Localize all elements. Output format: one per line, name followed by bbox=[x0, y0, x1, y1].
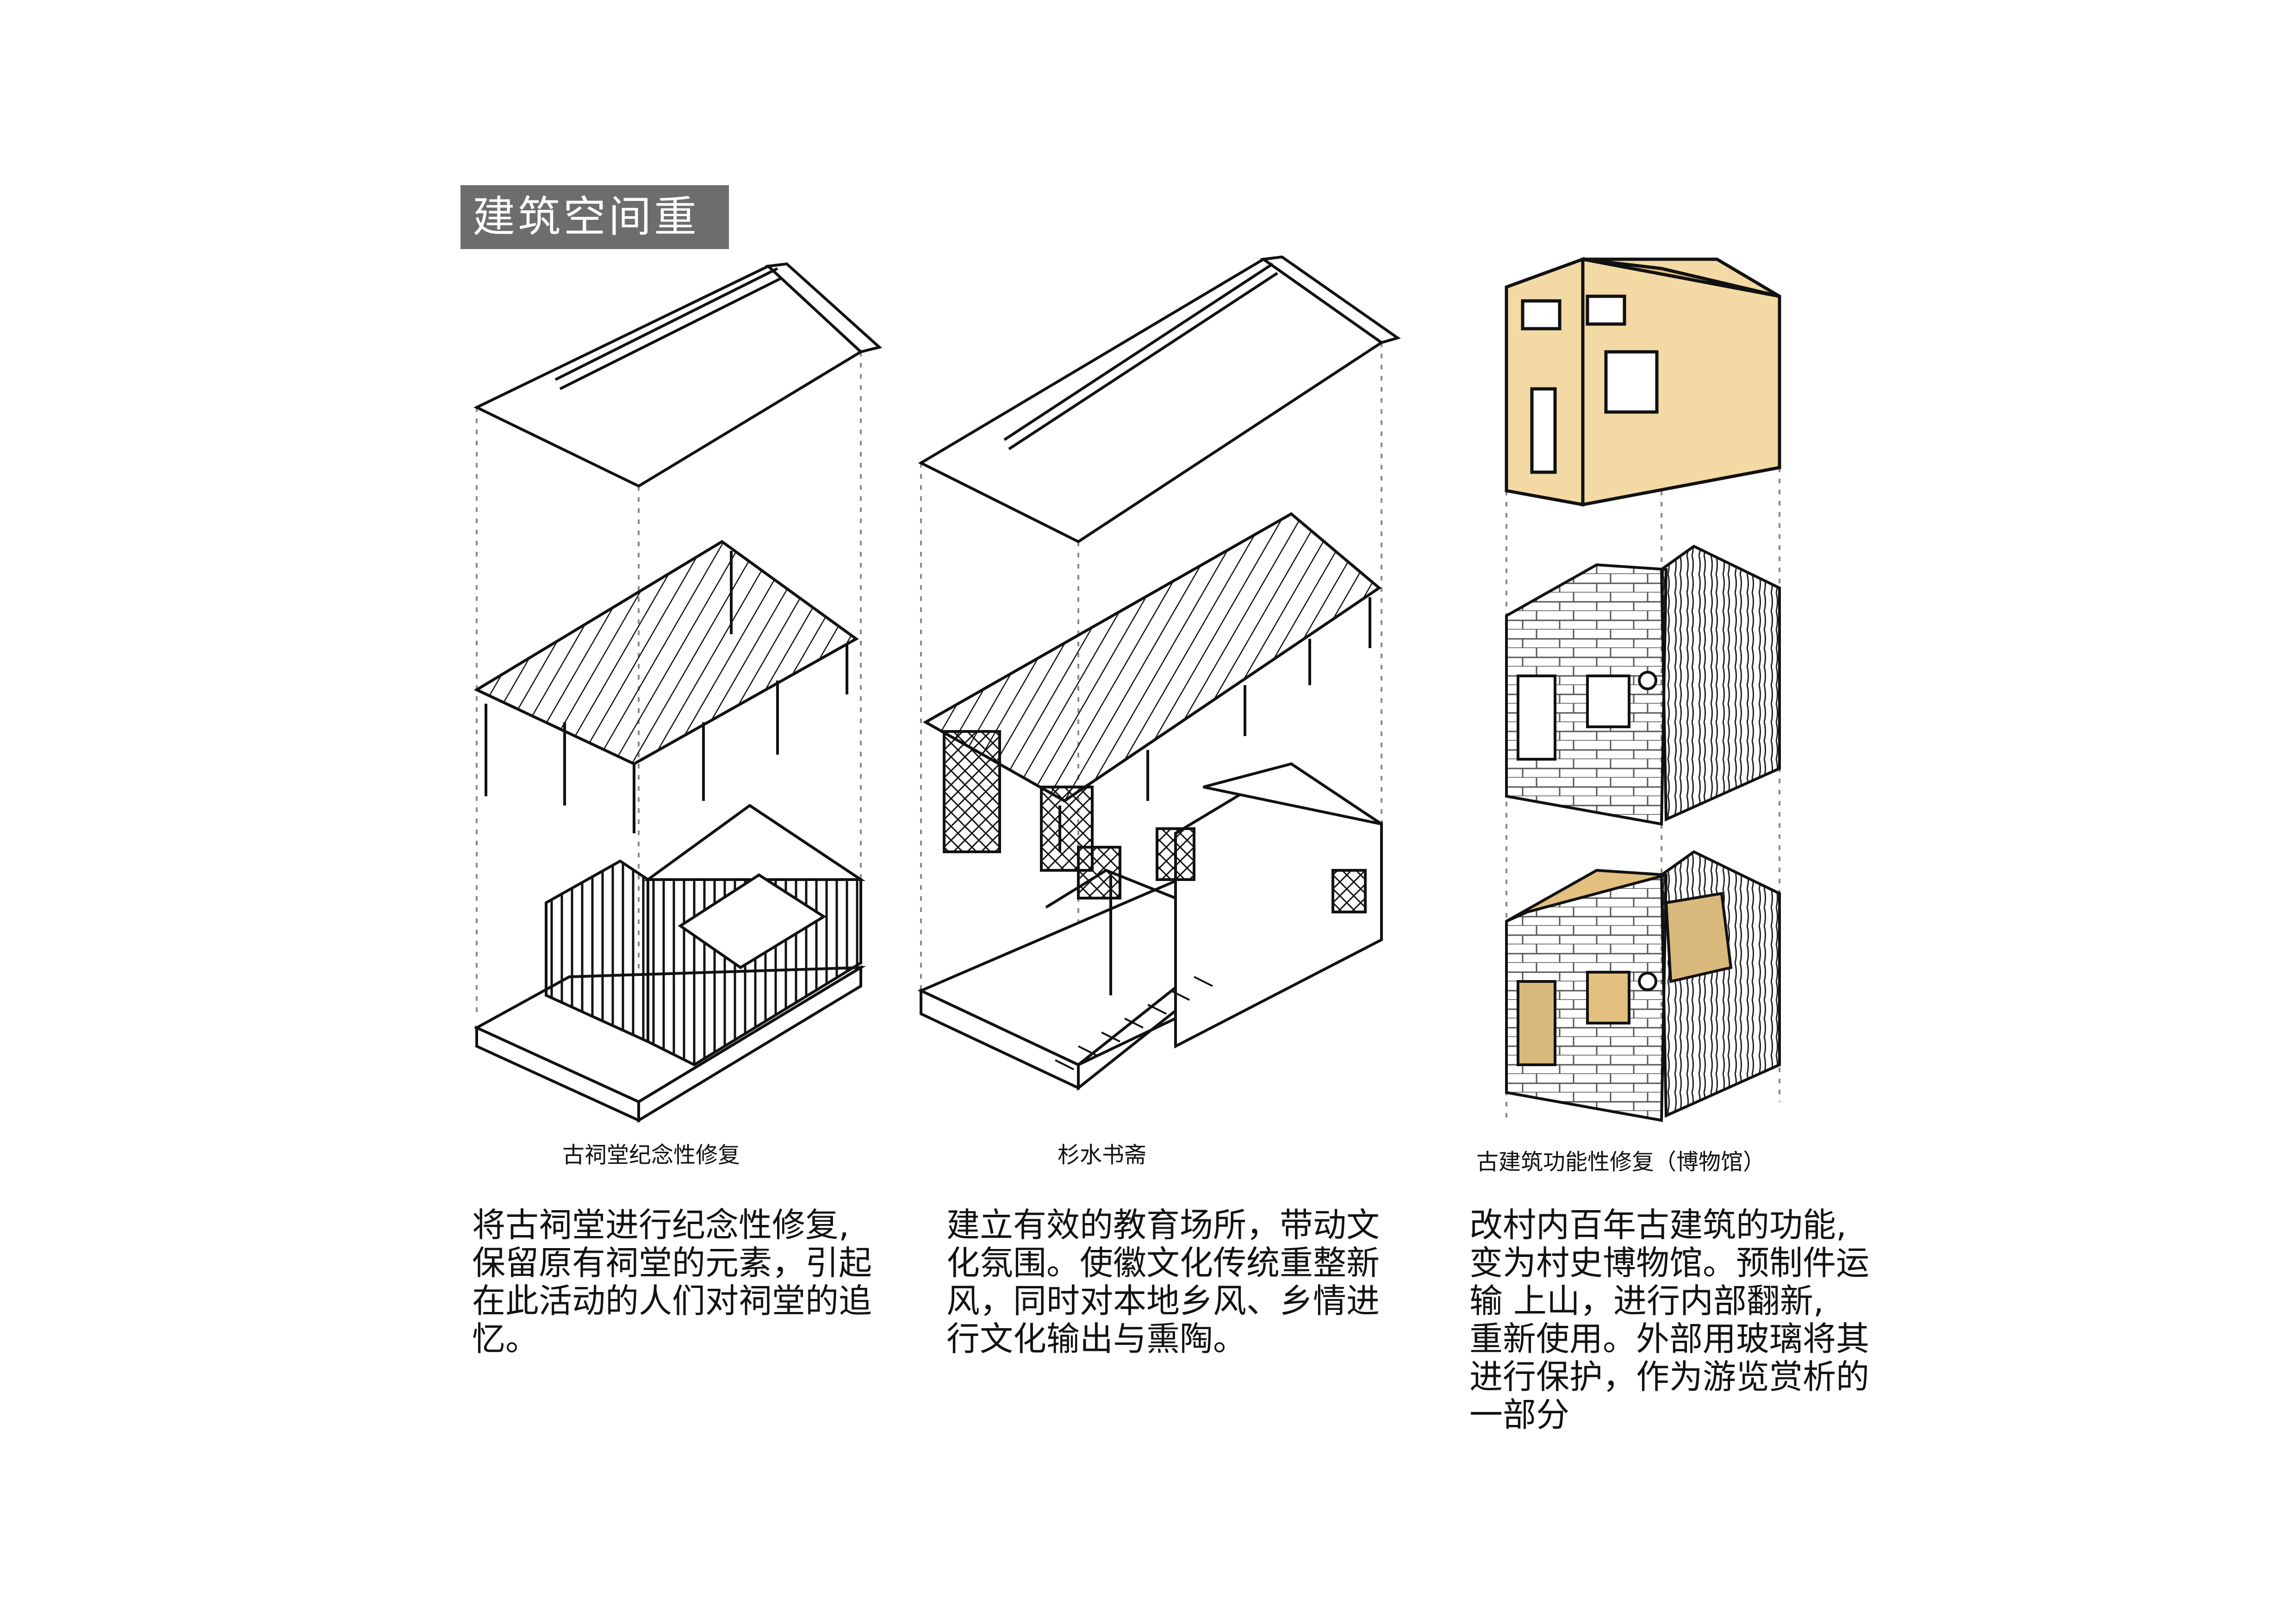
description-line: 将古祠堂进行纪念性修复, bbox=[472, 1206, 849, 1244]
section-title: 建筑空间重构 bbox=[460, 185, 729, 306]
study-timber-frame bbox=[922, 512, 1381, 872]
study-floor-plan bbox=[917, 762, 1383, 1091]
description-line: 变为村史博物馆。预制件运 bbox=[1469, 1243, 1870, 1282]
description-line: 风，同时对本地乡风、乡情进 bbox=[946, 1281, 1380, 1320]
description-line: 建立有效的教育场所，带动文 bbox=[946, 1206, 1380, 1244]
description-line: 保留原有祠堂的元素，引起 bbox=[472, 1243, 872, 1282]
restored-building bbox=[1505, 850, 1781, 1122]
description-line: 一部分 bbox=[1469, 1395, 1570, 1434]
hall-walls bbox=[473, 804, 866, 1123]
description-study: 建立有效的教育场所，带动文 化氛围。使徽文化传统重整新 风，同时对本地乡风、乡情… bbox=[946, 1206, 1428, 1358]
caption-study: 杉水书斋 bbox=[1058, 1142, 1147, 1168]
caption-museum: 古建筑功能性修复（博物馆） bbox=[1476, 1149, 1766, 1175]
study-group bbox=[917, 255, 1401, 1091]
description-line: 重新使用。外部用玻璃将其 bbox=[1469, 1319, 1870, 1358]
study-roof bbox=[918, 255, 1401, 543]
existing-building bbox=[1505, 544, 1781, 826]
description-line: 改村内百年古建筑的功能, bbox=[1469, 1206, 1847, 1244]
ancestral-hall-group bbox=[473, 262, 883, 1123]
glass-volume bbox=[1505, 257, 1781, 507]
description-ancestral-hall: 将古祠堂进行纪念性修复, 保留原有祠堂的元素，引起 在此活动的人们对祠堂的追 忆… bbox=[472, 1206, 898, 1358]
description-line: 行文化输出与熏陶。 bbox=[946, 1319, 1247, 1358]
description-museum: 改村内百年古建筑的功能, 变为村史博物馆。预制件运 输 上山，进行内部翻新, 重… bbox=[1469, 1206, 1923, 1434]
hall-timber-frame bbox=[473, 540, 859, 833]
description-line: 进行保护，作为游览赏析的 bbox=[1469, 1357, 1870, 1396]
guide-lines-1 bbox=[476, 352, 862, 1093]
description-line: 在此活动的人们对祠堂的追 bbox=[472, 1281, 872, 1320]
stepping-path bbox=[1055, 976, 1213, 1070]
hall-roof bbox=[473, 262, 883, 488]
caption-ancestral-hall: 古祠堂纪念性修复 bbox=[562, 1142, 740, 1168]
description-line: 忆。 bbox=[472, 1319, 539, 1358]
description-line: 化氛围。使徽文化传统重整新 bbox=[946, 1243, 1380, 1282]
description-line: 输 上山，进行内部翻新, bbox=[1469, 1281, 1824, 1320]
museum-group bbox=[1505, 257, 1781, 1122]
